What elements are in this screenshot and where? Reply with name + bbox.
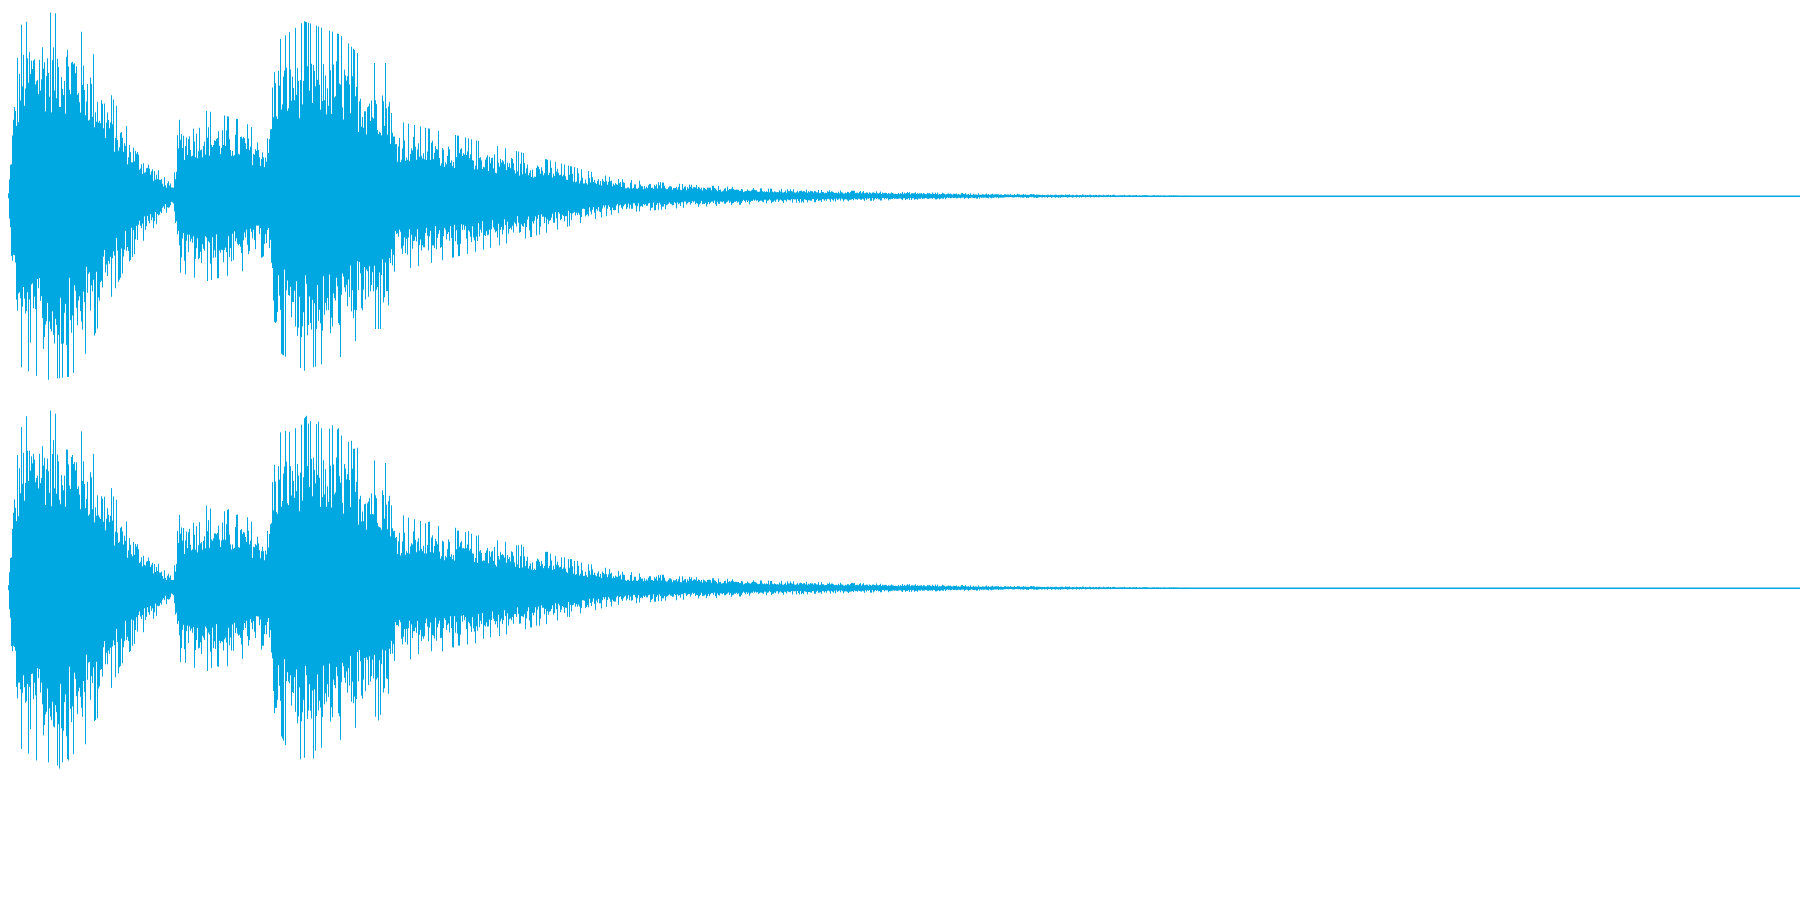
- channel-left-waveform[interactable]: [8, 12, 1800, 380]
- channel-right-waveform[interactable]: [8, 410, 1800, 769]
